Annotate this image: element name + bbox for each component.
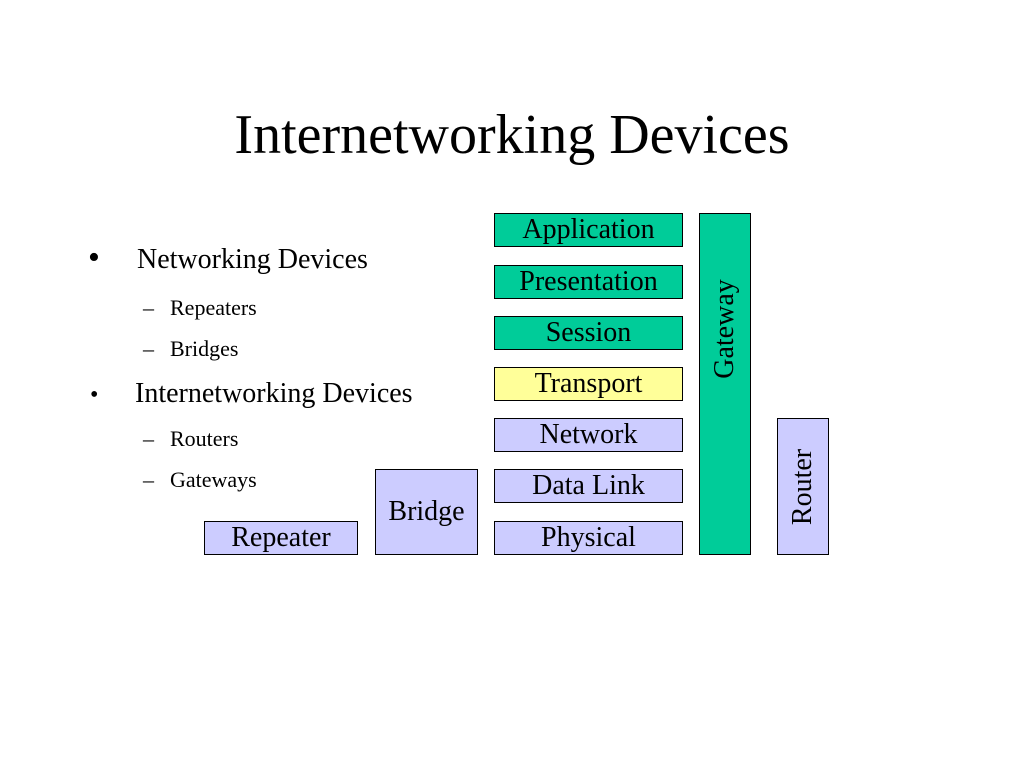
layer-application-label: Application <box>522 214 655 245</box>
layer-transport: Transport <box>494 367 683 401</box>
device-repeater-label: Repeater <box>231 522 331 553</box>
device-repeater: Repeater <box>204 521 358 555</box>
layer-transport-label: Transport <box>534 368 643 399</box>
bullet-bridges: Bridges <box>170 336 239 361</box>
device-gateway: Gateway <box>699 213 751 555</box>
layer-presentation: Presentation <box>494 265 683 299</box>
layer-data-link: Data Link <box>494 469 683 503</box>
dash-marker: – <box>143 467 154 492</box>
dash-marker: – <box>143 336 154 361</box>
bullet-marker: • <box>90 382 99 408</box>
layer-session: Session <box>494 316 683 350</box>
device-bridge-label: Bridge <box>388 496 465 527</box>
device-bridge: Bridge <box>375 469 478 555</box>
layer-network-label: Network <box>539 419 638 450</box>
page-title: Internetworking Devices <box>234 104 790 166</box>
device-router: Router <box>777 418 829 555</box>
device-router-label: Router <box>787 448 818 525</box>
dash-marker: – <box>143 295 154 320</box>
bullet-gateways: Gateways <box>170 467 257 492</box>
layer-physical: Physical <box>494 521 683 555</box>
bullet-networking-devices: Networking Devices <box>137 244 368 275</box>
bullet-internetworking-devices: Internetworking Devices <box>135 378 413 409</box>
bullet-routers: Routers <box>170 426 239 451</box>
dash-marker: – <box>143 426 154 451</box>
layer-application: Application <box>494 213 683 247</box>
layer-data-link-label: Data Link <box>532 470 645 501</box>
layer-physical-label: Physical <box>541 522 636 553</box>
layer-session-label: Session <box>545 317 632 348</box>
device-gateway-label: Gateway <box>709 279 741 379</box>
bullet-marker: • <box>88 239 100 276</box>
layer-presentation-label: Presentation <box>519 266 658 297</box>
bullet-repeaters: Repeaters <box>170 295 257 320</box>
layer-network: Network <box>494 418 683 452</box>
